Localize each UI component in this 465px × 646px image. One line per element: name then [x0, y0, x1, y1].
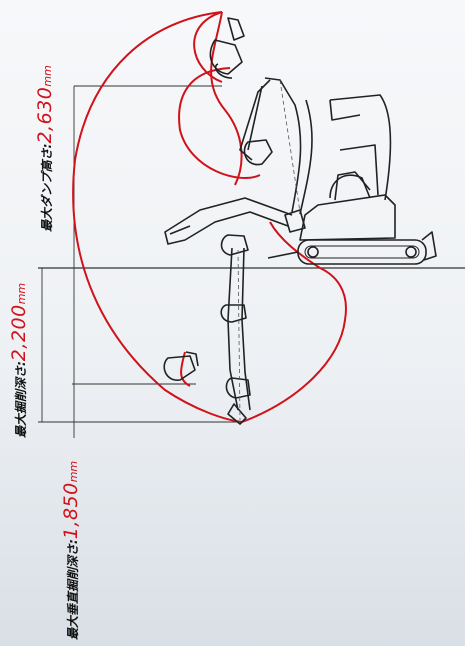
dimension-lines: [38, 85, 240, 438]
max-dump-height-caption: 最大ダンプ高さ:: [40, 143, 54, 232]
excavator-machine: [163, 17, 437, 425]
max-dump-height-value: 2,630: [34, 86, 56, 144]
max-dump-height-label: 最大ダンプ高さ:2,630mm: [34, 65, 56, 232]
max-digging-depth-unit: mm: [15, 282, 28, 305]
max-vertical-digging-depth-unit: mm: [67, 460, 80, 483]
max-digging-depth-caption: 最大掘削深さ:: [14, 361, 28, 438]
max-digging-depth-label: 最大掘削深さ:2,200mm: [8, 283, 30, 438]
centre-lines: [237, 79, 301, 421]
max-vertical-digging-depth-label: 最大垂直掘削深さ:1,850mm: [60, 461, 82, 640]
max-dump-height-unit: mm: [41, 65, 54, 87]
max-vertical-digging-depth-value: 1,850: [60, 482, 82, 540]
max-digging-depth-value: 2,200: [8, 304, 30, 362]
max-vertical-digging-depth-caption: 最大垂直掘削深さ:: [66, 539, 80, 640]
